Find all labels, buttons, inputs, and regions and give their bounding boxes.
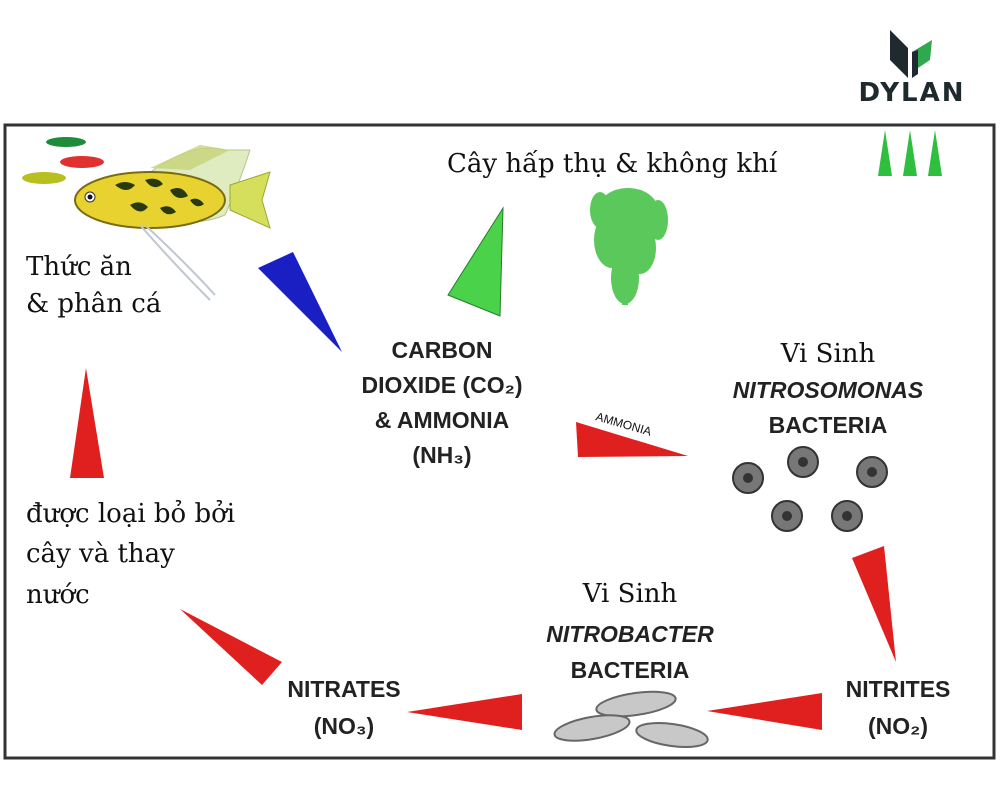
plants-absorb-label: Cây hấp thụ & không khí <box>447 149 778 179</box>
nitrites-line2: (NO₂) <box>868 713 928 739</box>
nitrobacter-cells <box>553 690 709 748</box>
nitrites-line1: NITRITES <box>846 676 951 702</box>
food-flakes <box>22 137 104 184</box>
nitrobacter-vi-sinh: Vi Sinh <box>582 579 678 609</box>
removed-line1: được loại bỏ bởi <box>26 499 235 529</box>
green-plant-markers <box>878 130 942 176</box>
nitrates-label: NITRATES (NO₃) <box>287 676 400 739</box>
red-arrow-up <box>70 368 104 478</box>
nitrobacter-type: BACTERIA <box>571 657 690 683</box>
nitrates-line1: NITRATES <box>287 676 400 702</box>
removed-line3: nước <box>26 580 90 610</box>
red-arrow-down <box>852 546 896 662</box>
co2-line4: (NH₃) <box>412 442 471 468</box>
nitrosomonas-vi-sinh: Vi Sinh <box>780 339 876 369</box>
removed-label: được loại bỏ bởi cây và thay nước <box>26 499 235 610</box>
nitrosomonas-type: BACTERIA <box>769 412 888 438</box>
logo-text: DYLAN <box>859 78 966 108</box>
nitrosomonas-name: NITROSOMONAS <box>733 377 924 403</box>
logo-leaf-dark-2 <box>912 50 918 78</box>
removed-line2: cây và thay <box>26 539 175 569</box>
co2-line1: CARBON <box>392 337 493 363</box>
nitrobacter-label: Vi Sinh NITROBACTER BACTERIA <box>546 579 714 683</box>
aquatic-plant <box>590 188 668 305</box>
nitrates-line2: (NO₃) <box>314 713 374 739</box>
dylan-logo: DYLAN <box>859 30 966 108</box>
red-arrow-to-removed <box>180 609 282 685</box>
red-arrow-nitrates-left <box>407 694 522 730</box>
logo-leaf-dark <box>890 30 908 78</box>
co2-arrow: CO₂ <box>447 206 504 317</box>
co2-line2: DIOXIDE (CO₂) <box>362 372 523 398</box>
nitrosomonas-cells <box>732 446 888 532</box>
co2-ammonia-label: CARBON DIOXIDE (CO₂) & AMMONIA (NH₃) <box>362 337 523 468</box>
fish-caption-line2: & phân cá <box>26 289 161 319</box>
blue-arrow <box>258 252 342 352</box>
co2-line3: & AMMONIA <box>375 407 510 433</box>
nitrites-label: NITRITES (NO₂) <box>846 676 951 739</box>
red-arrow-nitrites-left <box>707 693 822 730</box>
fish-illustration <box>74 145 271 301</box>
fish-caption-line1: Thức ăn <box>26 252 132 282</box>
nitrosomonas-label: Vi Sinh NITROSOMONAS BACTERIA <box>733 339 924 438</box>
nitrobacter-name: NITROBACTER <box>546 621 714 647</box>
